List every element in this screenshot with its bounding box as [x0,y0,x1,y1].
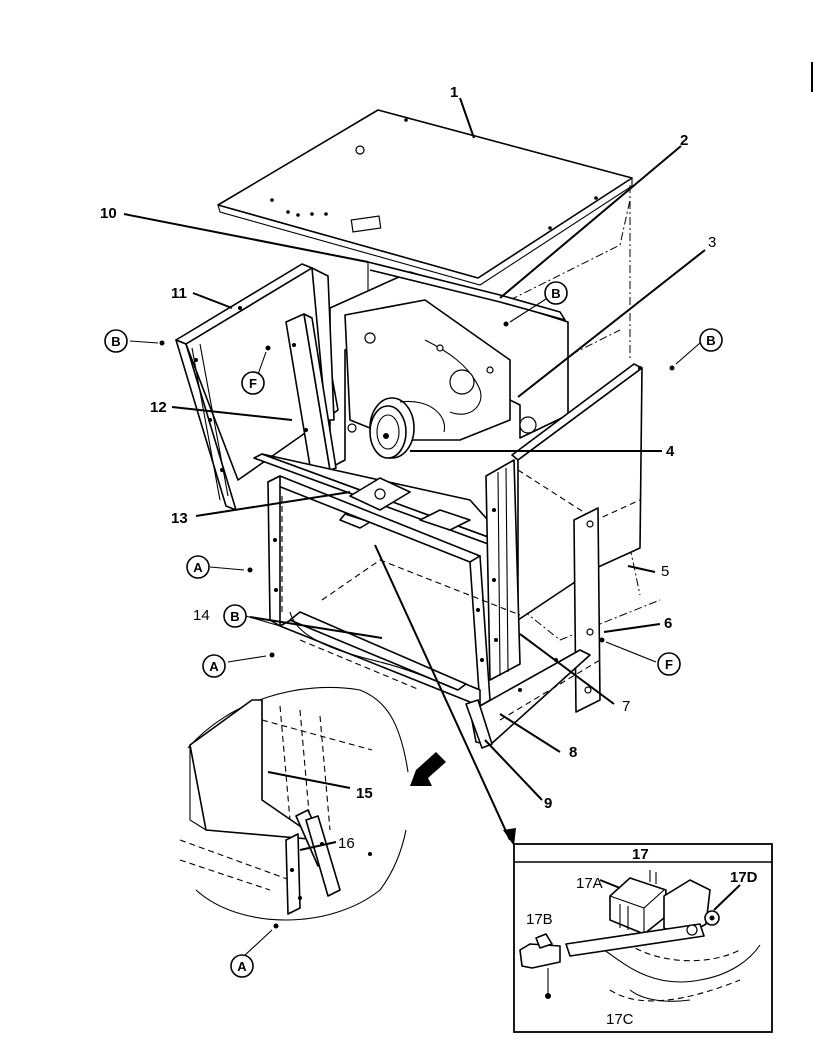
callout-14: 14 [193,607,210,624]
svg-text:B: B [706,333,715,348]
callout-2: 2 [680,132,688,149]
callout-12: 12 [150,399,167,416]
svg-text:A: A [209,659,219,674]
callout-8: 8 [569,744,577,761]
callout-6: 6 [664,615,672,632]
callout-13: 13 [171,510,188,527]
svg-text:B: B [551,286,560,301]
callout-16: 16 [338,835,355,852]
callout-9: 9 [544,795,552,812]
callout-11: 11 [171,285,187,302]
right-front-rail [573,507,601,713]
callout-numbers: 1 2 3 4 5 6 7 8 9 10 11 12 13 14 15 16 [100,84,716,852]
rear-strip [367,261,566,321]
svg-text:F: F [665,657,673,672]
inset-label-17b: 17B [526,911,553,928]
callout-1: 1 [450,84,458,101]
back-panel [329,271,569,469]
callout-3: 3 [708,234,716,251]
vertical-bracket [285,313,337,479]
circle-label-a-mid: A [186,555,210,579]
circle-label-b-lower: B [223,604,247,628]
blower-fan [369,397,446,459]
inset-label-17c: 17C [606,1011,634,1028]
right-inner-rail [485,459,521,681]
base-pan [253,453,511,553]
leader-lines [123,97,741,911]
inset-title: 17 [632,846,649,863]
inset-label-17a: 17A [576,875,603,892]
svg-text:B: B [111,334,120,349]
svg-text:A: A [193,560,203,575]
circle-label-f-right: F [657,652,681,676]
svg-text:B: B [230,609,239,624]
inset-switch-assembly [513,843,773,1033]
circle-label-f-left: F [241,371,265,395]
hardware-leaders [129,298,701,957]
callout-15: 15 [356,785,373,802]
lower-base [299,559,601,749]
svg-text:A: A [237,959,247,974]
callout-10: 10 [100,205,117,222]
circle-label-b-top: B [544,281,568,305]
circle-label-a-detail: A [230,954,254,978]
callout-4: 4 [666,443,675,460]
detail-magnifier [179,687,446,921]
circle-label-b-right: B [699,328,723,352]
callout-7: 7 [622,698,630,715]
inset-label-17d: 17D [730,869,758,886]
top-panel [217,109,633,286]
circle-label-b-left: B [104,329,128,353]
circled-letters: B B B B F F A A [104,281,723,978]
svg-text:F: F [249,376,257,391]
right-side-panel [511,363,643,621]
circle-label-a-lower: A [202,654,226,678]
inset-labels: 17 17A 17B 17C 17D [526,846,758,1028]
callout-5: 5 [661,563,669,580]
